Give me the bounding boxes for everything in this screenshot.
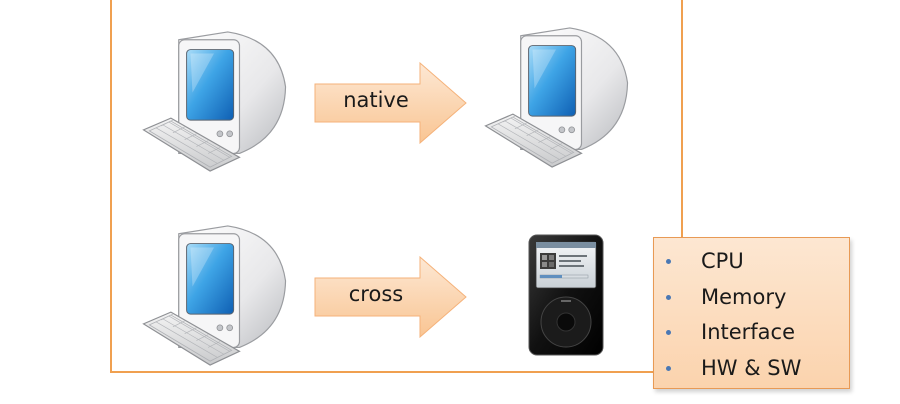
spec-item: HW & SW: [654, 351, 849, 387]
bullet-icon: [666, 259, 671, 264]
spec-item: Interface: [654, 315, 849, 351]
spec-item-label: CPU: [701, 249, 744, 273]
bullet-icon: [666, 365, 671, 371]
native-label: native: [343, 88, 409, 112]
spec-item: CPU: [654, 244, 849, 280]
bullet-icon: [666, 330, 671, 335]
host-computer-cross-icon: [142, 225, 287, 366]
host-computer-native-icon: [142, 31, 287, 172]
cross-compile-arrow: cross: [314, 255, 468, 339]
cross-label: cross: [348, 282, 404, 306]
portable-media-player-icon: [528, 234, 604, 356]
spec-item: Memory: [654, 280, 849, 316]
target-spec-box: CPU Memory Interface HW & SW: [653, 237, 850, 389]
target-computer-native-icon: [484, 27, 629, 168]
spec-item-label: Interface: [701, 320, 796, 344]
system-boundary-frame: [110, 0, 683, 373]
spec-item-label: Memory: [701, 284, 787, 309]
bullet-icon: [666, 294, 671, 300]
native-compile-arrow: native: [314, 61, 468, 145]
spec-item-label: HW & SW: [701, 355, 802, 380]
spec-list: CPU Memory Interface HW & SW: [654, 238, 849, 386]
